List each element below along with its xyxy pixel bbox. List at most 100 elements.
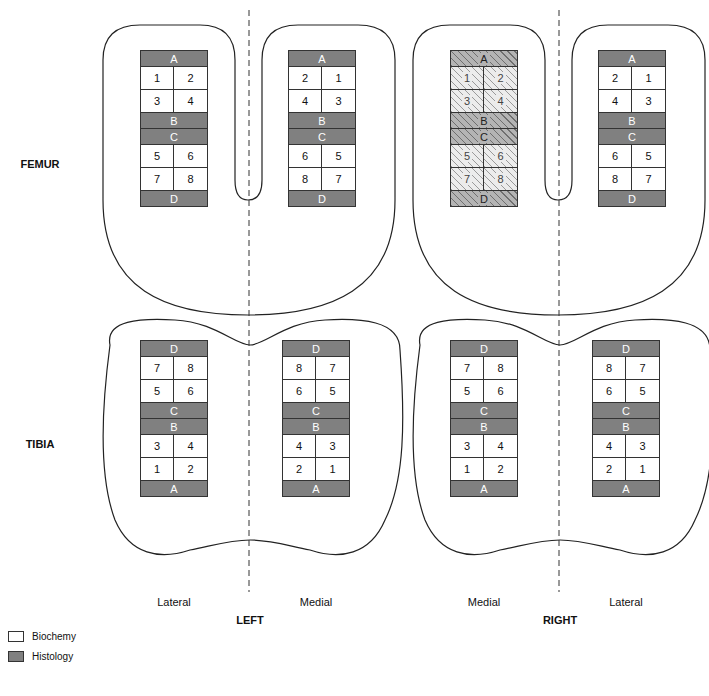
cell-label: D xyxy=(312,343,320,355)
cell-label: 7 xyxy=(645,173,651,185)
histology-cell: A xyxy=(450,50,518,67)
histology-cell: B xyxy=(598,112,666,129)
cell-label: 4 xyxy=(497,440,503,452)
biochemistry-cell: 5 xyxy=(450,144,484,168)
cell-label: A xyxy=(318,53,325,65)
biochemistry-cell: 1 xyxy=(450,66,484,90)
biochemistry-cell: 2 xyxy=(282,457,316,481)
cell-label: 3 xyxy=(154,95,160,107)
cell-label: B xyxy=(480,421,487,433)
biochemistry-cell: 6 xyxy=(483,144,518,168)
cell-label: B xyxy=(170,421,177,433)
biochemistry-cell: 1 xyxy=(625,457,660,481)
cell-label: 3 xyxy=(335,95,341,107)
cell-label: C xyxy=(170,405,178,417)
biochemistry-cell: 4 xyxy=(598,89,632,113)
histology-cell: D xyxy=(592,340,660,357)
cell-label: 8 xyxy=(612,173,618,185)
cell-label: 7 xyxy=(639,362,645,374)
biochemistry-cell: 3 xyxy=(450,434,484,458)
cell-label: B xyxy=(628,115,635,127)
cell-label: C xyxy=(622,405,630,417)
cell-label: 3 xyxy=(329,440,335,452)
biochemistry-cell: 7 xyxy=(631,167,666,191)
biochemistry-cell: 8 xyxy=(282,356,316,380)
knee-label: LEFT xyxy=(236,614,264,627)
biochemistry-cell: 3 xyxy=(631,89,666,113)
biochemistry-cell: 4 xyxy=(592,434,626,458)
biochemistry-cell: 8 xyxy=(483,356,518,380)
biochemistry-cell: 3 xyxy=(140,434,174,458)
biochemistry-cell: 2 xyxy=(173,457,208,481)
cell-label: 1 xyxy=(154,72,160,84)
biochemistry-cell: 3 xyxy=(321,89,356,113)
midline-dividers xyxy=(249,10,559,592)
biochemistry-cell: 1 xyxy=(631,66,666,90)
cell-label: A xyxy=(478,53,489,65)
histology-cell: C xyxy=(450,128,518,145)
cell-label: 1 xyxy=(335,72,341,84)
biochemistry-cell: 8 xyxy=(592,356,626,380)
cell-label: 7 xyxy=(462,173,472,185)
biochemistry-cell: 4 xyxy=(282,434,316,458)
cell-label: 6 xyxy=(612,150,618,162)
cell-label: 2 xyxy=(296,463,302,475)
tibia-outline xyxy=(103,319,403,554)
cell-label: 5 xyxy=(639,385,645,397)
cell-label: B xyxy=(478,115,489,127)
biochemistry-cell: 5 xyxy=(140,379,174,403)
legend-swatch xyxy=(8,631,24,642)
cell-label: 8 xyxy=(187,173,193,185)
cell-label: 4 xyxy=(495,95,505,107)
cell-label: 8 xyxy=(497,362,503,374)
biochemistry-cell: 6 xyxy=(173,144,208,168)
biochemistry-cell: 4 xyxy=(173,434,208,458)
biochemistry-cell: 5 xyxy=(625,379,660,403)
cell-label: A xyxy=(480,483,487,495)
histology-cell: A xyxy=(288,50,356,67)
cell-label: 7 xyxy=(154,362,160,374)
histology-cell: C xyxy=(140,402,208,419)
histology-cell: C xyxy=(282,402,350,419)
histology-cell: B xyxy=(140,418,208,435)
cell-label: D xyxy=(628,193,636,205)
tibia-outline xyxy=(413,319,709,554)
histology-cell: D xyxy=(288,190,356,207)
cell-label: 4 xyxy=(612,95,618,107)
biochemistry-cell: 7 xyxy=(450,167,484,191)
biochemistry-cell: 5 xyxy=(321,144,356,168)
cell-label: 2 xyxy=(497,463,503,475)
cell-label: 4 xyxy=(302,95,308,107)
femur-outlines xyxy=(103,25,705,315)
biochemistry-cell: 5 xyxy=(140,144,174,168)
biochemistry-cell: 2 xyxy=(173,66,208,90)
histology-cell: C xyxy=(288,128,356,145)
cell-label: A xyxy=(170,53,177,65)
biochemistry-cell: 7 xyxy=(315,356,350,380)
cell-label: 2 xyxy=(187,72,193,84)
cell-label: 1 xyxy=(645,72,651,84)
biochemistry-cell: 4 xyxy=(483,89,518,113)
cell-label: D xyxy=(170,193,178,205)
biochemistry-cell: 2 xyxy=(483,457,518,481)
biochemistry-cell: 2 xyxy=(483,66,518,90)
cell-label: 1 xyxy=(154,463,160,475)
cell-label: 6 xyxy=(606,385,612,397)
biochemistry-cell: 4 xyxy=(173,89,208,113)
cell-label: 7 xyxy=(464,362,470,374)
cell-label: 5 xyxy=(645,150,651,162)
cell-label: 1 xyxy=(329,463,335,475)
biochemistry-cell: 6 xyxy=(173,379,208,403)
cell-label: D xyxy=(480,343,488,355)
histology-cell: C xyxy=(592,402,660,419)
biochemistry-cell: 3 xyxy=(315,434,350,458)
biochemistry-cell: 1 xyxy=(321,66,356,90)
histology-cell: A xyxy=(592,480,660,497)
side-label: Lateral xyxy=(609,596,643,609)
cell-label: C xyxy=(318,131,326,143)
biochemistry-cell: 2 xyxy=(598,66,632,90)
cell-label: 6 xyxy=(187,150,193,162)
cell-label: 8 xyxy=(302,173,308,185)
cell-label: 3 xyxy=(645,95,651,107)
cell-label: 6 xyxy=(497,385,503,397)
